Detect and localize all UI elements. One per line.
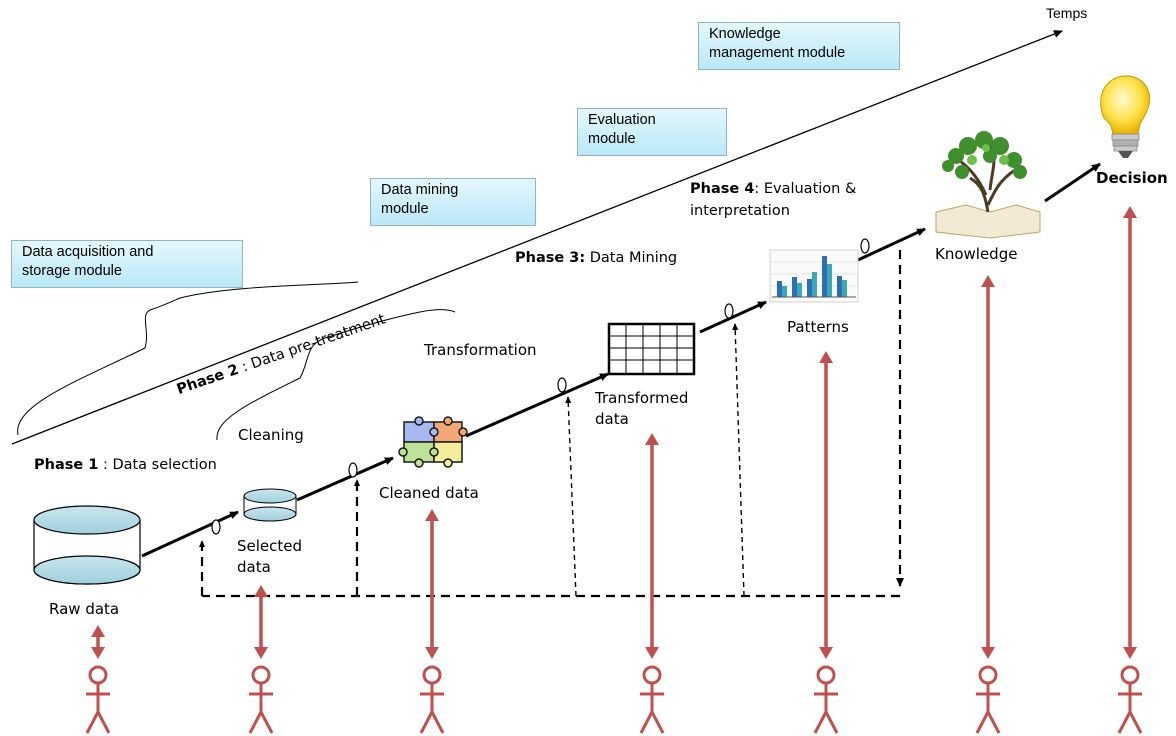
person-icon	[85, 665, 111, 734]
module-label-line: Data acquisition and	[22, 244, 154, 260]
time-axis-arrow	[11, 30, 1063, 445]
phase-4-text: : Evaluation &	[754, 181, 857, 197]
step-node-cleaning	[348, 462, 358, 478]
flow-arrow-6	[1044, 162, 1101, 203]
phase-3-label: Phase 3: Data Mining	[515, 250, 677, 266]
person-icons	[85, 665, 1143, 734]
database-icon	[33, 505, 141, 585]
module-label-line: Data mining	[381, 182, 459, 198]
flow-arrow-2	[296, 456, 394, 502]
module-data-mining: Data mining module	[370, 178, 536, 226]
knowledge-label: Knowledge	[935, 245, 1018, 263]
grid-table-icon	[607, 322, 696, 376]
time-axis-label: Temps	[1046, 5, 1088, 21]
flow-arrow-5	[857, 227, 926, 262]
lightbulb-icon	[1100, 75, 1151, 158]
phase-4-label: Phase 4: Evaluation &	[690, 181, 856, 197]
decision-label: Decision	[1096, 169, 1168, 187]
patterns-label: Patterns	[787, 318, 849, 336]
selected-data-label-1: Selected	[237, 537, 303, 555]
module-evaluation: Evaluation module	[577, 108, 727, 156]
tree-book-icon	[935, 131, 1041, 239]
raw-data-label: Raw data	[49, 600, 120, 618]
feedback-loop	[199, 250, 904, 598]
module-label-line: storage module	[22, 263, 122, 279]
module-data-acquisition: Data acquisition and storage module	[11, 240, 243, 288]
module-label-line: Evaluation	[588, 112, 656, 128]
phase-1-title: Phase 1	[34, 457, 99, 473]
phase-1-label: Phase 1 : Data selection	[34, 457, 217, 473]
person-icon	[1117, 665, 1143, 734]
feedback-loop-thin	[565, 323, 745, 597]
selected-data-label-2: data	[237, 558, 271, 576]
user-interaction-arrows	[91, 206, 1137, 659]
module-label-line: Knowledge	[709, 26, 781, 42]
flow-arrow-1	[141, 510, 239, 558]
step-node-mining	[724, 303, 734, 319]
brace-acquisition	[17, 281, 359, 436]
phase-4-label-line2: interpretation	[690, 203, 790, 219]
phase-1-text: : Data selection	[98, 457, 217, 473]
step-node-transformation	[557, 377, 567, 393]
bar-chart-icon	[769, 249, 859, 303]
cleaning-label: Cleaning	[238, 426, 304, 444]
phase-3-text: Data Mining	[585, 250, 678, 266]
flow-arrow-4	[699, 300, 767, 334]
person-icon	[639, 665, 665, 734]
transformed-data-label-1: Transformed	[595, 389, 689, 407]
module-knowledge-management: Knowledge management module	[698, 22, 900, 70]
transformation-label: Transformation	[424, 341, 537, 359]
brace-pretreatment	[216, 309, 456, 441]
person-icon	[975, 665, 1001, 734]
transformed-data-label-2: data	[595, 410, 629, 428]
flow-arrow-3	[465, 372, 609, 438]
module-label-line: module	[381, 201, 429, 217]
person-icon	[419, 665, 445, 734]
step-node-evaluation	[860, 238, 870, 254]
small-database-icon	[243, 488, 297, 522]
module-label-line: module	[588, 131, 636, 147]
module-label-line: management module	[709, 45, 846, 61]
person-icon	[813, 665, 839, 734]
puzzle-icon	[398, 416, 468, 468]
step-node-selection	[211, 519, 221, 535]
cleaned-data-label: Cleaned data	[379, 484, 479, 502]
phase-3-title: Phase 3:	[515, 250, 586, 266]
person-icon	[248, 665, 274, 734]
phase-4-title: Phase 4	[690, 181, 755, 197]
